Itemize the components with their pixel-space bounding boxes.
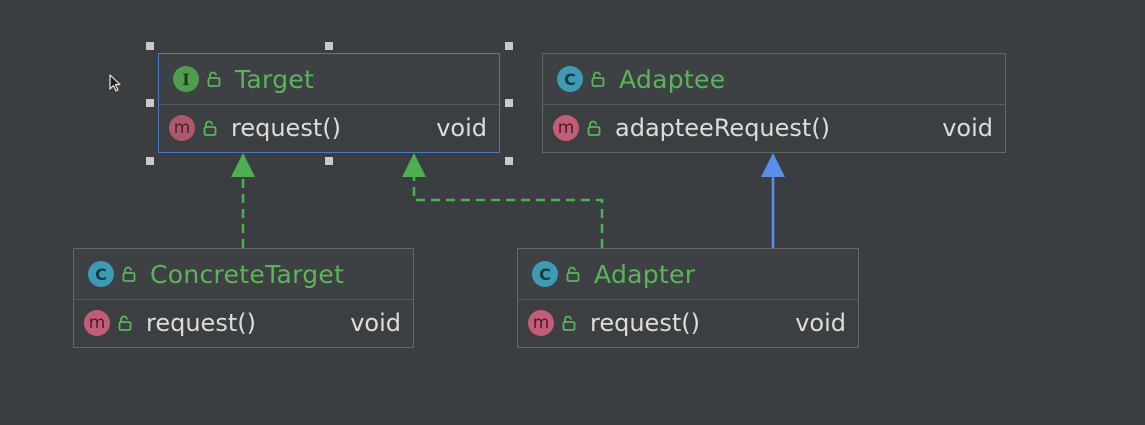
- class-icon: C: [532, 261, 558, 287]
- class-icon: C: [88, 261, 114, 287]
- unlocked-icon: [587, 120, 601, 136]
- edge-adapter-implements-target[interactable]: [402, 153, 604, 248]
- return-type: void: [942, 114, 993, 142]
- node-header: I Target: [159, 54, 499, 105]
- class-node-concretetarget[interactable]: C ConcreteTarget m request() void: [73, 248, 414, 348]
- resize-handle-bottom-right[interactable]: [505, 157, 513, 165]
- class-icon: C: [557, 66, 583, 92]
- class-node-adapter[interactable]: C Adapter m request() void: [517, 248, 859, 348]
- method-row[interactable]: m adapteeRequest() void: [543, 105, 1005, 151]
- method-row[interactable]: m request() void: [159, 105, 499, 151]
- method-name: adapteeRequest(): [615, 114, 831, 142]
- node-header: C Adapter: [518, 249, 858, 300]
- method-name: request(): [590, 309, 700, 337]
- node-title: ConcreteTarget: [150, 259, 345, 289]
- method-icon: m: [553, 115, 579, 141]
- resize-handle-bottom[interactable]: [325, 157, 333, 165]
- node-title: Adapter: [594, 259, 696, 289]
- mouse-pointer-icon: [109, 74, 121, 92]
- method-name: request(): [146, 309, 256, 337]
- unlocked-icon: [566, 266, 580, 282]
- method-row[interactable]: m request() void: [74, 300, 413, 346]
- resize-handle-bottom-left[interactable]: [146, 157, 154, 165]
- return-type: void: [350, 309, 401, 337]
- unlocked-icon: [562, 315, 576, 331]
- class-node-adaptee[interactable]: C Adaptee m adapteeRequest() void: [542, 53, 1006, 153]
- edge-concretetarget-implements-target[interactable]: [231, 153, 255, 248]
- method-icon: m: [169, 115, 195, 141]
- return-type: void: [795, 309, 846, 337]
- unlocked-icon: [591, 71, 605, 87]
- method-icon: m: [84, 310, 110, 336]
- node-title: Target: [235, 64, 315, 94]
- node-title: Adaptee: [619, 64, 726, 94]
- method-row[interactable]: m request() void: [518, 300, 858, 346]
- unlocked-icon: [203, 120, 217, 136]
- resize-handle-right[interactable]: [505, 99, 513, 107]
- return-type: void: [436, 114, 487, 142]
- method-name: request(): [231, 114, 341, 142]
- resize-handle-top-right[interactable]: [505, 42, 513, 50]
- edge-adapter-extends-adaptee[interactable]: [761, 153, 785, 248]
- unlocked-icon: [122, 266, 136, 282]
- resize-handle-left[interactable]: [146, 99, 154, 107]
- node-header: C Adaptee: [543, 54, 1005, 105]
- interface-icon: I: [173, 66, 199, 92]
- node-header: C ConcreteTarget: [74, 249, 413, 300]
- class-node-target[interactable]: I Target m request() void: [158, 53, 500, 153]
- resize-handle-top-left[interactable]: [146, 42, 154, 50]
- method-icon: m: [528, 310, 554, 336]
- resize-handle-top[interactable]: [325, 42, 333, 50]
- unlocked-icon: [118, 315, 132, 331]
- unlocked-icon: [207, 71, 221, 87]
